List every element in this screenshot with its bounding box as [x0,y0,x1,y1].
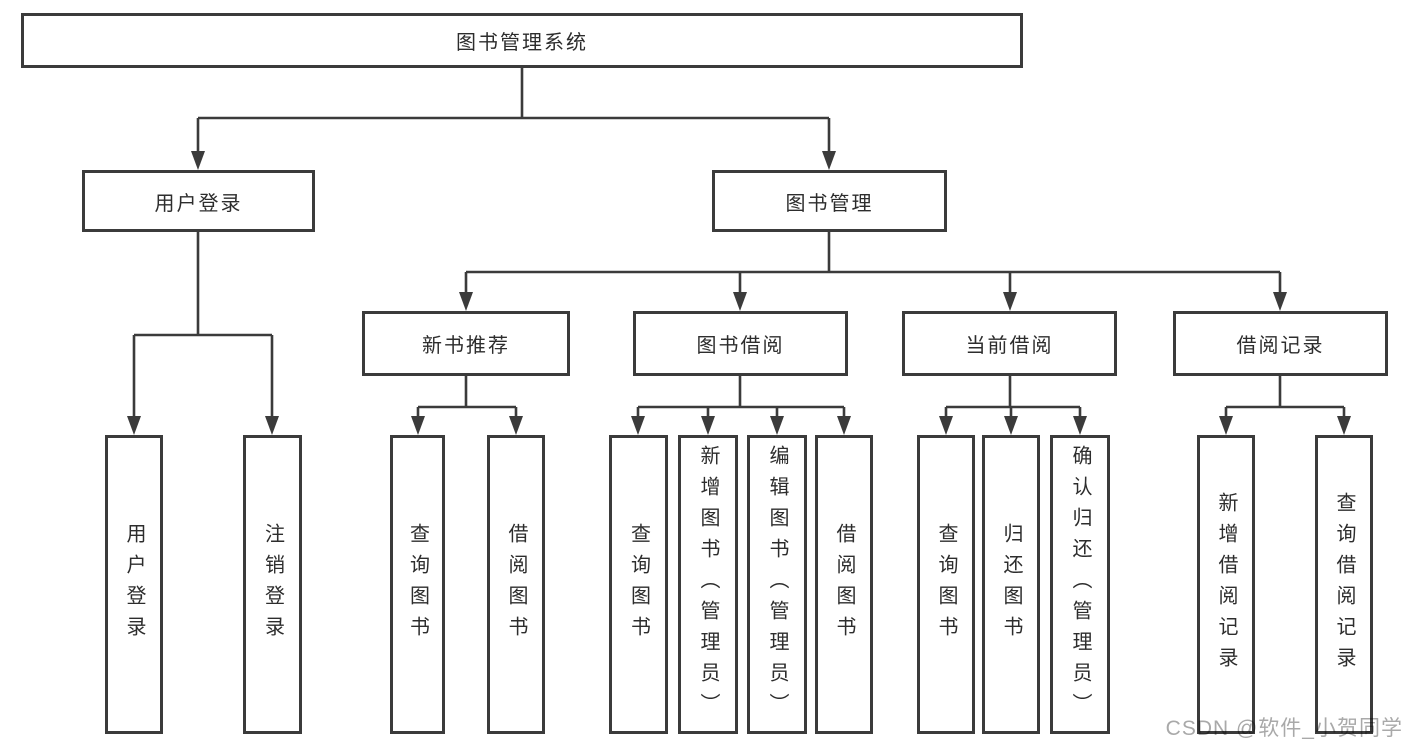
arrowheads [127,151,1351,435]
leaf-borrow-books: 借阅图书 [815,435,873,734]
leaf-edit-books-admin-label: 编辑图书（管理员） [766,445,788,724]
node-user-login: 用户登录 [82,170,315,232]
leaf-add-borrow-record: 新增借阅记录 [1197,435,1255,734]
node-root-label: 图书管理系统 [456,32,588,54]
node-book-management: 图书管理 [712,170,947,232]
leaf-edit-books-admin: 编辑图书（管理员） [747,435,807,734]
leaf-logout: 注销登录 [243,435,302,734]
leaf-borrow-query-books: 查询图书 [609,435,668,734]
leaf-recommend-borrow-books: 借阅图书 [487,435,545,734]
leaf-user-login: 用户登录 [105,435,163,734]
leaf-recommend-query-books: 查询图书 [390,435,445,734]
leaf-add-books-admin-label: 新增图书（管理员） [697,445,719,724]
node-book-borrow: 图书借阅 [633,311,848,376]
leaf-add-borrow-record-label: 新增借阅记录 [1215,491,1237,678]
leaf-recommend-query-books-label: 查询图书 [406,522,429,647]
leaf-query-borrow-record: 查询借阅记录 [1315,435,1373,734]
node-current-borrow-label: 当前借阅 [965,335,1054,357]
leaf-recommend-borrow-books-label: 借阅图书 [505,522,527,647]
node-book-borrow-label: 图书借阅 [696,335,785,357]
csdn-watermark: CSDN @软件_小贺同学 [1165,717,1403,740]
node-root: 图书管理系统 [21,13,1023,68]
leaf-query-borrow-record-label: 查询借阅记录 [1333,491,1355,678]
leaf-return-books: 归还图书 [982,435,1040,734]
node-new-book-recommend-label: 新书推荐 [422,335,510,357]
node-user-login-label: 用户登录 [154,192,243,215]
leaf-confirm-return-admin-label: 确认归还（管理员） [1069,445,1091,724]
leaf-add-books-admin: 新增图书（管理员） [678,435,738,734]
leaf-confirm-return-admin: 确认归还（管理员） [1050,435,1110,734]
leaf-borrow-query-books-label: 查询图书 [627,522,650,647]
node-book-management-label: 图书管理 [785,192,874,215]
leaf-current-query-books-label: 查询图书 [935,522,957,647]
leaf-borrow-books-label: 借阅图书 [833,522,855,647]
node-borrow-records: 借阅记录 [1173,311,1388,376]
node-borrow-records-label: 借阅记录 [1236,335,1325,357]
node-new-book-recommend: 新书推荐 [362,311,570,376]
leaf-current-query-books: 查询图书 [917,435,975,734]
leaf-return-books-label: 归还图书 [1000,522,1022,647]
leaf-user-login-label: 用户登录 [123,522,145,647]
leaf-logout-label: 注销登录 [261,522,284,647]
node-current-borrow: 当前借阅 [902,311,1117,376]
